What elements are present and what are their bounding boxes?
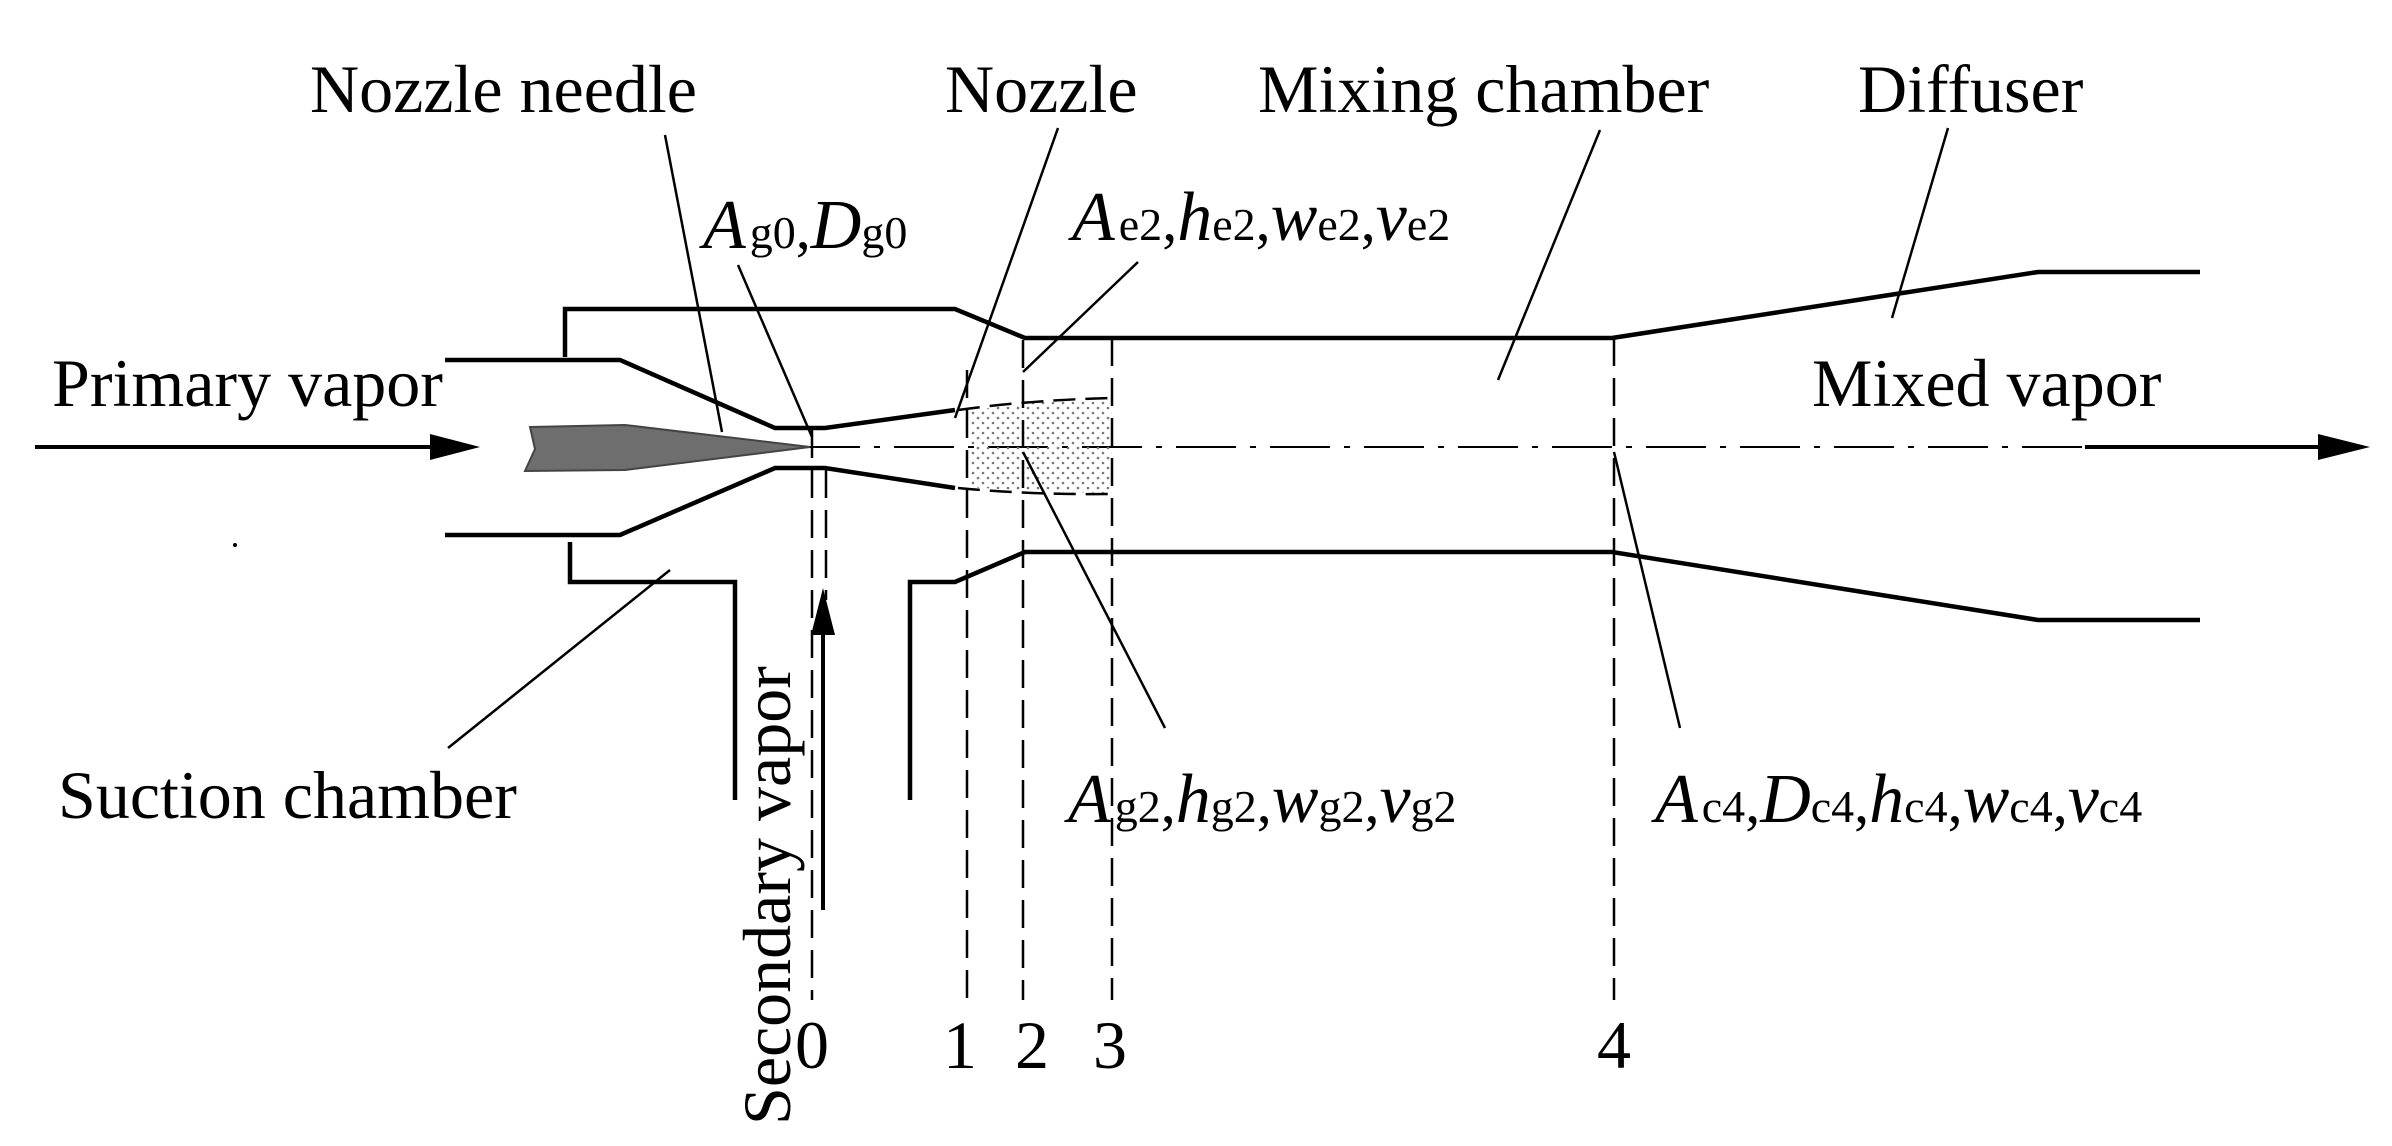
jet-region: [970, 399, 1112, 493]
leader-exit: [1022, 261, 1139, 373]
label-primary-vapor: Primary vapor: [52, 345, 443, 421]
leader-suction-chamber: [447, 569, 671, 749]
secondary-vapor-arrow: [811, 588, 835, 910]
leader-nozzle: [953, 127, 1060, 419]
leader-entrained: [1021, 451, 1167, 729]
suction-chamber-lower-wall: [567, 542, 738, 800]
label-secondary-vapor: Secondary vapor: [729, 666, 805, 1125]
leader-mixing-chamber: [1496, 129, 1602, 381]
leader-nozzle-needle: [663, 134, 724, 433]
suction-chamber-upper-wall: [562, 269, 2200, 357]
nozzle-needle: [523, 423, 811, 473]
section-number-1: 1: [943, 1007, 977, 1083]
label-nozzle: Nozzle: [945, 51, 1138, 127]
label-mixing-chamber: Mixing chamber: [1258, 51, 1710, 127]
var-mixed: Ac4,Dc4,hc4,wc4,vc4: [1651, 761, 2142, 838]
mixing-chamber-lower-wall: [907, 549, 2200, 800]
label-suction-chamber: Suction chamber: [58, 757, 517, 833]
section-number-4: 4: [1597, 1007, 1631, 1083]
section-number-3: 3: [1093, 1007, 1127, 1083]
nozzle-lower-wall: [445, 465, 956, 538]
var-throat: Ag0,Dg0: [699, 187, 907, 264]
var-exit: Ae2,he2,we2,ve2: [1068, 179, 1450, 256]
primary-vapor-arrow: [35, 434, 480, 460]
nozzle-upper-wall: [445, 357, 956, 431]
stray-dot: [233, 543, 237, 547]
leader-throat: [736, 264, 814, 438]
jet-upper-boundary: [957, 396, 1113, 412]
jet-lower-boundary: [957, 486, 1113, 496]
mixed-vapor-arrow: [2085, 434, 2370, 460]
label-mixed-vapor: Mixed vapor: [1812, 345, 2162, 421]
section-number-0: 0: [795, 1007, 829, 1083]
leader-mixed: [1612, 451, 1682, 729]
var-entrained: Ag2,hg2,wg2,vg2: [1064, 761, 1457, 838]
section-number-2: 2: [1015, 1007, 1049, 1083]
leader-diffuser: [1890, 127, 1950, 319]
label-nozzle-needle: Nozzle needle: [310, 51, 697, 127]
label-diffuser: Diffuser: [1858, 51, 2084, 127]
